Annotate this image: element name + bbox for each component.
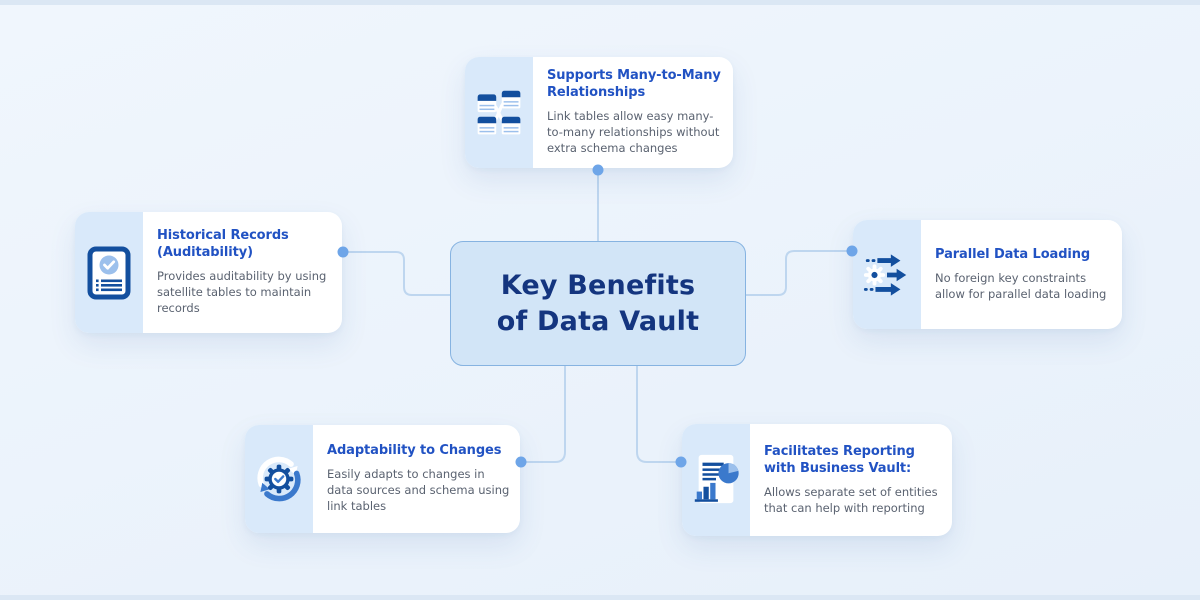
card-adaptability-to-changes: Adaptability to Changes Easily adapts to… — [245, 425, 520, 533]
connector-left — [343, 251, 450, 296]
card-supports-many-to-many: Supports Many-to-Many Relationships Link… — [465, 57, 733, 168]
connector-bottom-left — [521, 366, 566, 463]
parallel-arrows-icon — [853, 220, 921, 329]
card-description: Allows separate set of entities that can… — [764, 484, 938, 515]
report-chart-icon — [682, 424, 750, 536]
card-parallel-data-loading: Parallel Data Loading No foreign key con… — [853, 220, 1122, 329]
card-title: Adaptability to Changes — [327, 443, 502, 459]
card-description: Easily adapts to changes in data sources… — [327, 467, 510, 514]
card-title: Supports Many-to-Many Relationships — [547, 68, 721, 101]
top-edge-bar — [0, 0, 1200, 5]
card-title: Facilitates Reporting with Business Vaul… — [764, 444, 915, 476]
card-description: Provides auditability by using satellite… — [157, 269, 327, 316]
bottom-edge-bar — [0, 595, 1200, 600]
card-title: Historical Records (Auditability) — [157, 228, 289, 261]
card-description: No foreign key constraints allow for par… — [935, 270, 1107, 301]
gear-refresh-icon — [245, 425, 313, 533]
center-node-title: Key Benefits of Data Vault — [496, 270, 700, 337]
card-historical-records: Historical Records (Auditability) Provid… — [75, 212, 342, 333]
card-description: Link tables allow easy many-to-many rela… — [547, 109, 720, 156]
center-node: Key Benefits of Data Vault — [450, 241, 746, 366]
connector-bottom-right — [636, 366, 681, 463]
card-title: Parallel Data Loading — [935, 246, 1091, 262]
linked-tables-icon — [465, 57, 533, 168]
card-facilitates-reporting: Facilitates Reporting with Business Vaul… — [682, 424, 952, 536]
connector-right — [746, 250, 852, 296]
document-check-icon — [75, 212, 143, 333]
